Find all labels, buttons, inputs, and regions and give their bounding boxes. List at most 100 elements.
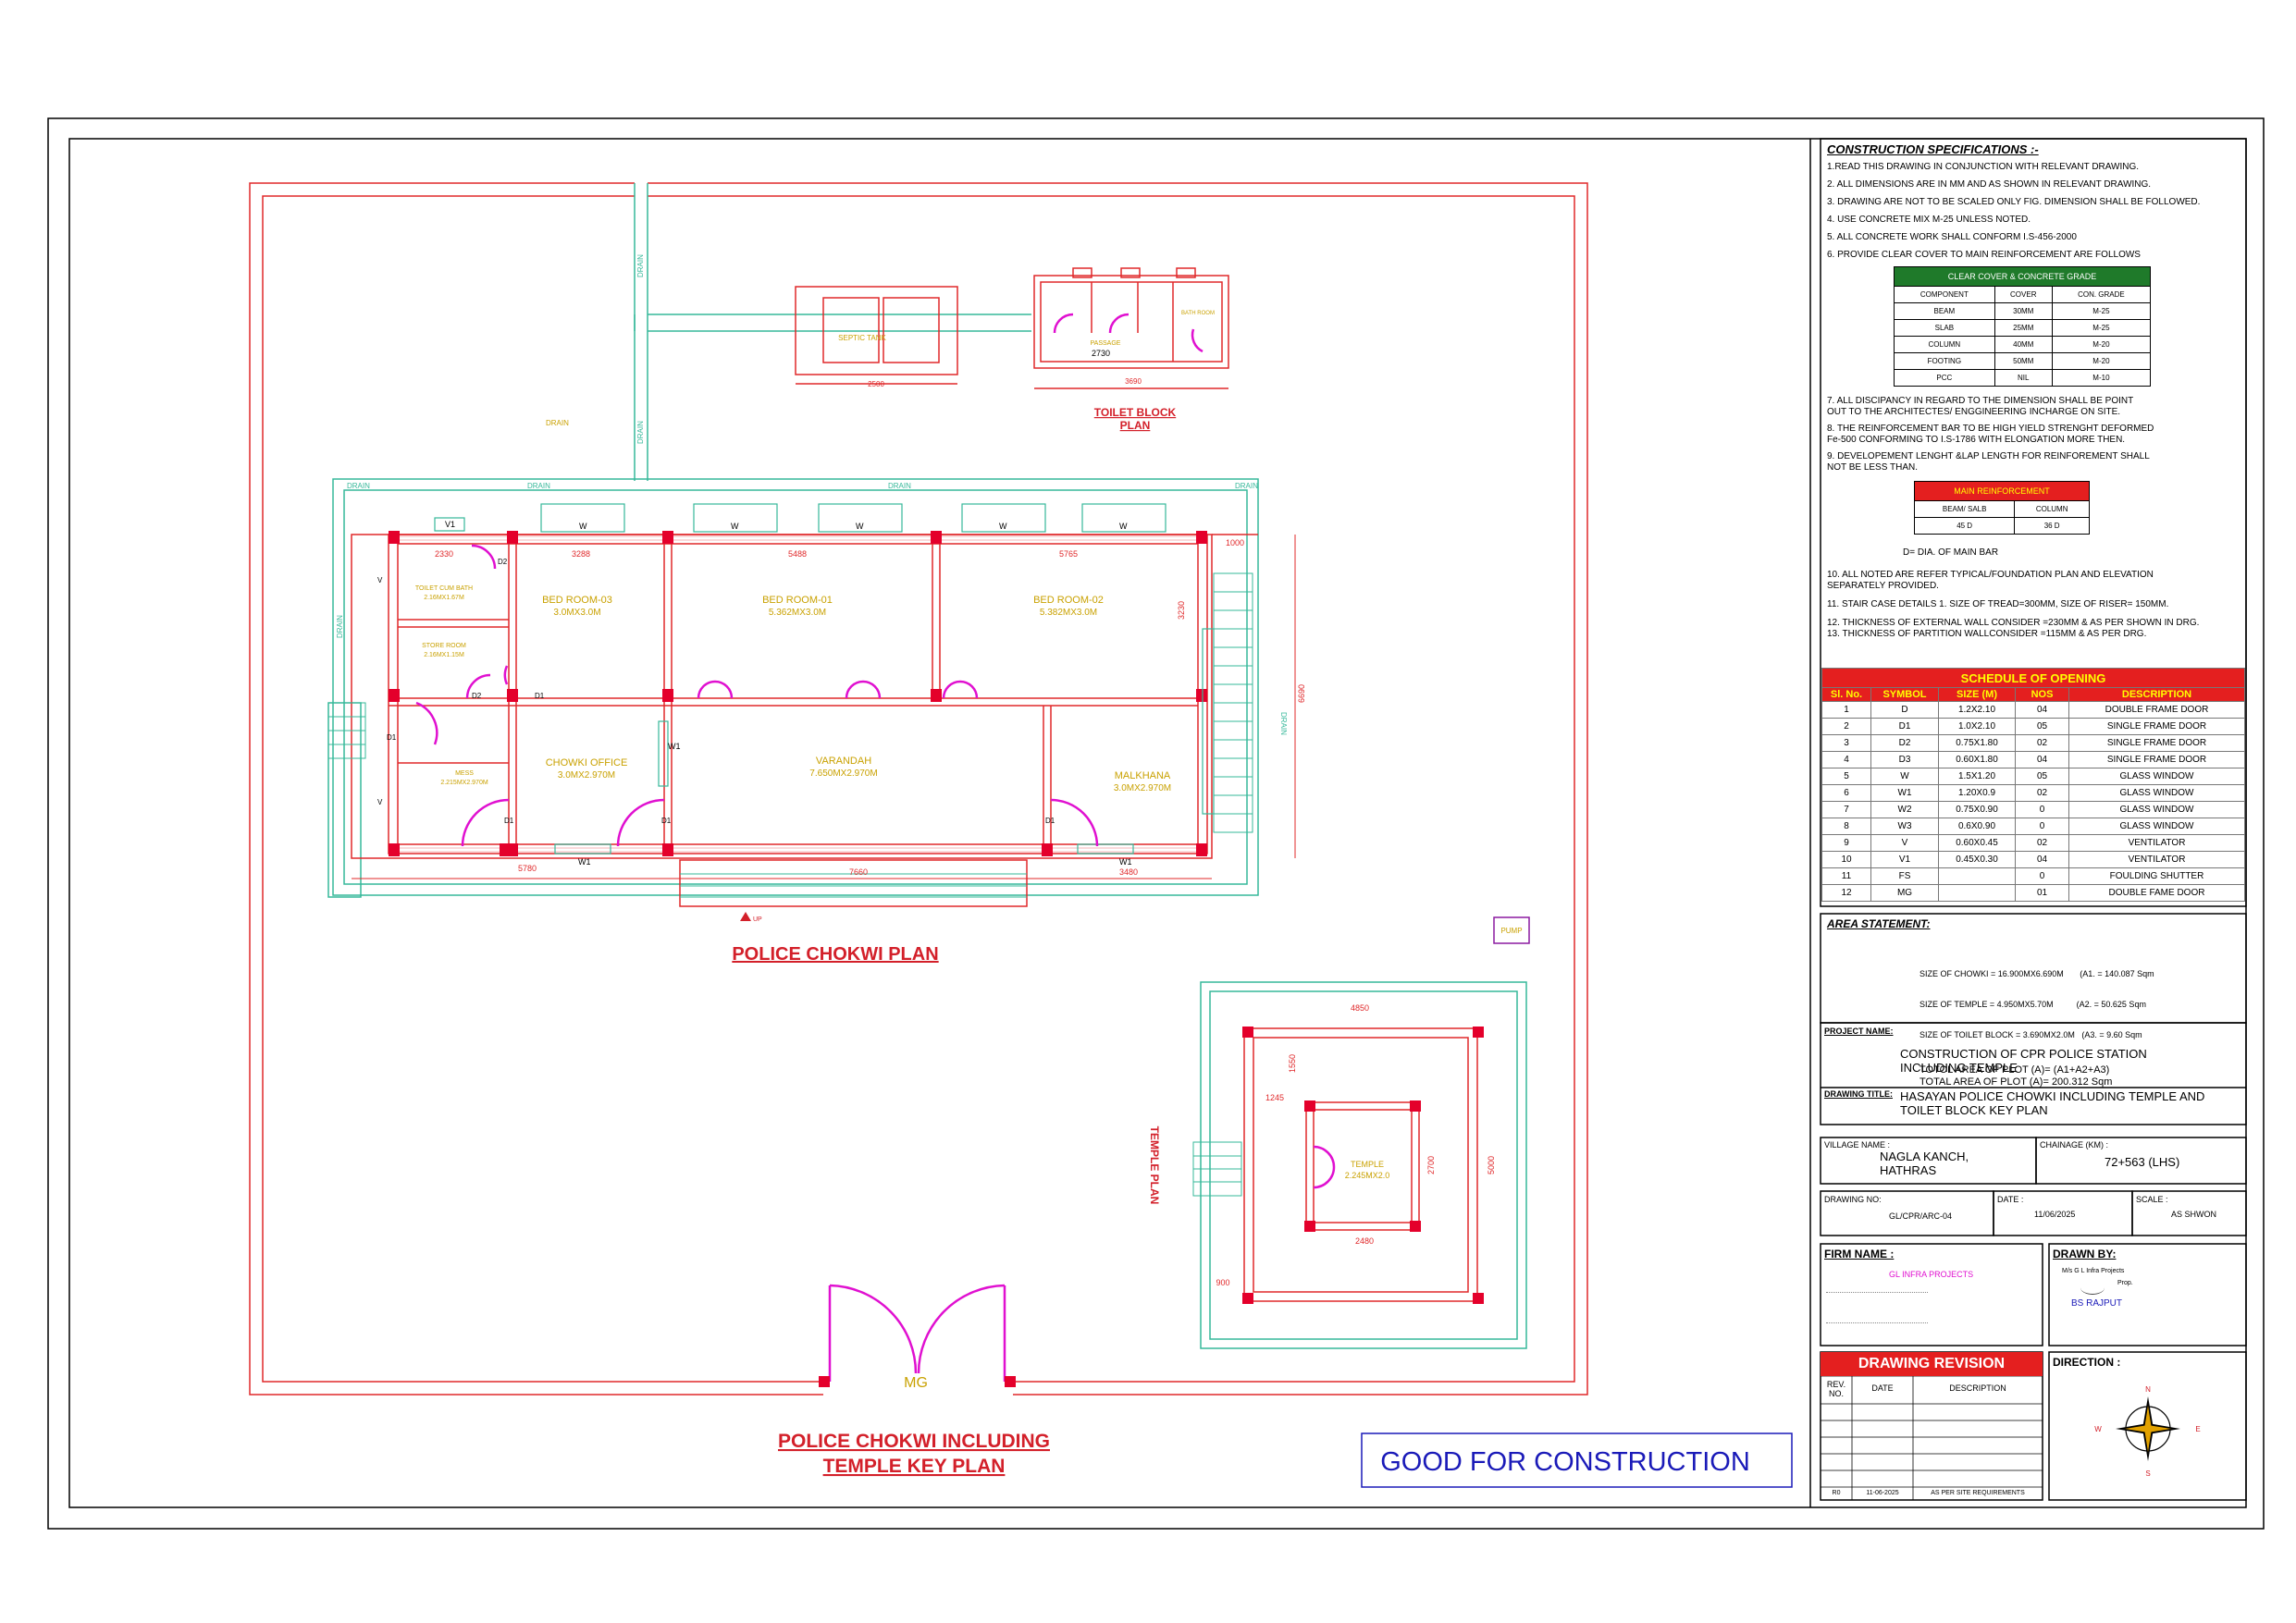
revision-h-desc: DESCRIPTION [1949, 1383, 2006, 1393]
win-v1: V1 [445, 520, 455, 529]
spec-item: 2. ALL DIMENSIONS ARE IN MM AND AS SHOWN… [1827, 179, 2152, 190]
room-office-size: 3.0MX2.970M [558, 770, 615, 781]
cover-h: CON. GRADE [2051, 286, 2152, 303]
septic-tank [795, 286, 958, 385]
outer-border [47, 117, 2265, 1530]
project-label: PROJECT NAME: [1824, 1027, 1894, 1036]
village-label: VILLAGE NAME : [1824, 1140, 1891, 1150]
reinf-cell: 36 D [2014, 517, 2090, 535]
cover-h: COMPONENT [1894, 286, 1995, 303]
reinf-h: COLUMN [2014, 500, 2090, 518]
compass-s: S [2145, 1469, 2150, 1478]
room-bed1: BED ROOM-01 [762, 595, 833, 606]
sch-cell: 8 [1821, 818, 1871, 835]
win-w2: W [731, 522, 739, 531]
dim-900-temple: 900 [1216, 1278, 1229, 1287]
door-d1-d: D1 [1045, 817, 1055, 825]
sch-cell: D1 [1870, 718, 1939, 735]
reinf-title: MAIN REINFORCEMENT [1914, 481, 2090, 501]
sch-cell: 1.20X0.9 [1938, 784, 2016, 802]
temple-plan-title: TEMPLE PLAN [1148, 1126, 1161, 1205]
cover-cell: FOOTING [1894, 352, 1995, 370]
main-gate [828, 1284, 1006, 1382]
room-store-size: 2.16MX1.15M [424, 652, 464, 658]
septic-label: SEPTIC TANK [838, 334, 886, 342]
area-statement: AREA STATEMENT: SIZE OF CHOWKI = 16.900M… [1827, 917, 2241, 1088]
sch-cell [1938, 884, 2016, 902]
specs-list-b: 7. ALL DISCIPANCY IN REGARD TO THE DIMEN… [1827, 396, 2241, 473]
dim-3480: 3480 [1119, 867, 1138, 877]
win-w1-bottom: W1 [578, 857, 591, 867]
cover-cell: M-10 [2051, 369, 2152, 387]
wall-hatch [398, 535, 1203, 853]
revision-h-rev: REV. NO. [1826, 1380, 1846, 1398]
dim-2700: 2700 [1426, 1156, 1436, 1174]
date-block: DATE : 11/06/2025 [1997, 1195, 2129, 1219]
compass-icon [2116, 1396, 2180, 1461]
sch-cell: 0 [2015, 801, 2069, 818]
reinf-cell: 45 D [1913, 517, 2016, 535]
drawn-sig-1: M/s G L Infra Projects [2062, 1268, 2125, 1274]
win-w3: W [856, 522, 864, 531]
sch-h: SYMBOL [1870, 687, 1939, 702]
sch-cell: 9 [1821, 834, 1871, 852]
stairs-bottom [680, 873, 1027, 898]
sch-h: DESCRIPTION [2068, 687, 2245, 702]
dim-6690: 6690 [1297, 684, 1306, 703]
sch-cell: 5 [1821, 768, 1871, 785]
room-varandah: VARANDAH [816, 756, 871, 767]
sch-cell: 12 [1821, 884, 1871, 902]
spec-item: SEPARATELY PROVIDED. [1827, 581, 1939, 591]
sch-cell: GLASS WINDOW [2068, 818, 2245, 835]
sch-cell: VENTILATOR [2068, 851, 2245, 868]
firm-name: GL INFRA PROJECTS [1889, 1270, 1974, 1279]
sch-cell: 1.0X2.10 [1938, 718, 2016, 735]
sch-cell: 2 [1821, 718, 1871, 735]
cover-cell: 40MM [1994, 336, 2053, 353]
dim-2480: 2480 [1355, 1236, 1374, 1246]
revision-r0-date: 11-06-2025 [1866, 1490, 1899, 1496]
sch-h: NOS [2015, 687, 2069, 702]
room-bed2: BED ROOM-02 [1033, 595, 1104, 606]
main-gate-label: MG [904, 1375, 928, 1391]
sch-cell: FOULDING SHUTTER [2068, 867, 2245, 885]
dim-1550: 1550 [1288, 1054, 1297, 1073]
project-line: CONSTRUCTION OF CPR POLICE STATION [1900, 1047, 2147, 1061]
plot-boundary [249, 182, 1588, 1396]
key-plan-title-1: POLICE CHOKWI INCLUDING [778, 1431, 1050, 1452]
room-store: STORE ROOM [422, 643, 466, 649]
village-line: NAGLA KANCH, [1880, 1150, 1969, 1163]
specs-list-a: 1.READ THIS DRAWING IN CONJUNCTION WITH … [1827, 162, 2241, 261]
drawing-title-line: HASAYAN POLICE CHOWKI INCLUDING TEMPLE A… [1900, 1089, 2205, 1103]
area-line: SIZE OF TOILET BLOCK = 3.690MX2.0M (A3. … [1920, 1030, 2142, 1039]
sch-cell: 0.60X1.80 [1938, 751, 2016, 768]
dim-3690: 3690 [1125, 377, 1142, 386]
sch-cell: V1 [1870, 851, 1939, 868]
room-malkhana: MALKHANA [1115, 770, 1171, 781]
area-title: AREA STATEMENT: [1827, 917, 1931, 930]
sch-cell: 10 [1821, 851, 1871, 868]
spec-item: 13. THICKNESS OF PARTITION WALLCONSIDER … [1827, 629, 2147, 639]
drawing-no-value: GL/CPR/ARC-04 [1889, 1211, 1953, 1221]
room-bed2-size: 5.382MX3.0M [1040, 608, 1097, 618]
area-line: SIZE OF CHOWKI = 16.900MX6.690M (A1. = 1… [1920, 969, 2154, 978]
temple-label: TEMPLE [1351, 1160, 1384, 1169]
compass-e: E [2195, 1425, 2200, 1433]
door-d1-e: D1 [387, 733, 397, 742]
revision-grid [1821, 1375, 2043, 1500]
sch-cell: GLASS WINDOW [2068, 784, 2245, 802]
drain-labels: DRAIN DRAIN DRAIN DRAIN DRAIN DRAIN DRAI… [336, 254, 1288, 735]
door-d2-b: D2 [498, 558, 508, 566]
drawn-by-label: DRAWN BY: [2053, 1248, 2117, 1260]
sch-cell: 0.45X0.30 [1938, 851, 2016, 868]
sch-cell: DOUBLE FRAME DOOR [2068, 701, 2245, 719]
dim-2330: 2330 [435, 549, 453, 559]
